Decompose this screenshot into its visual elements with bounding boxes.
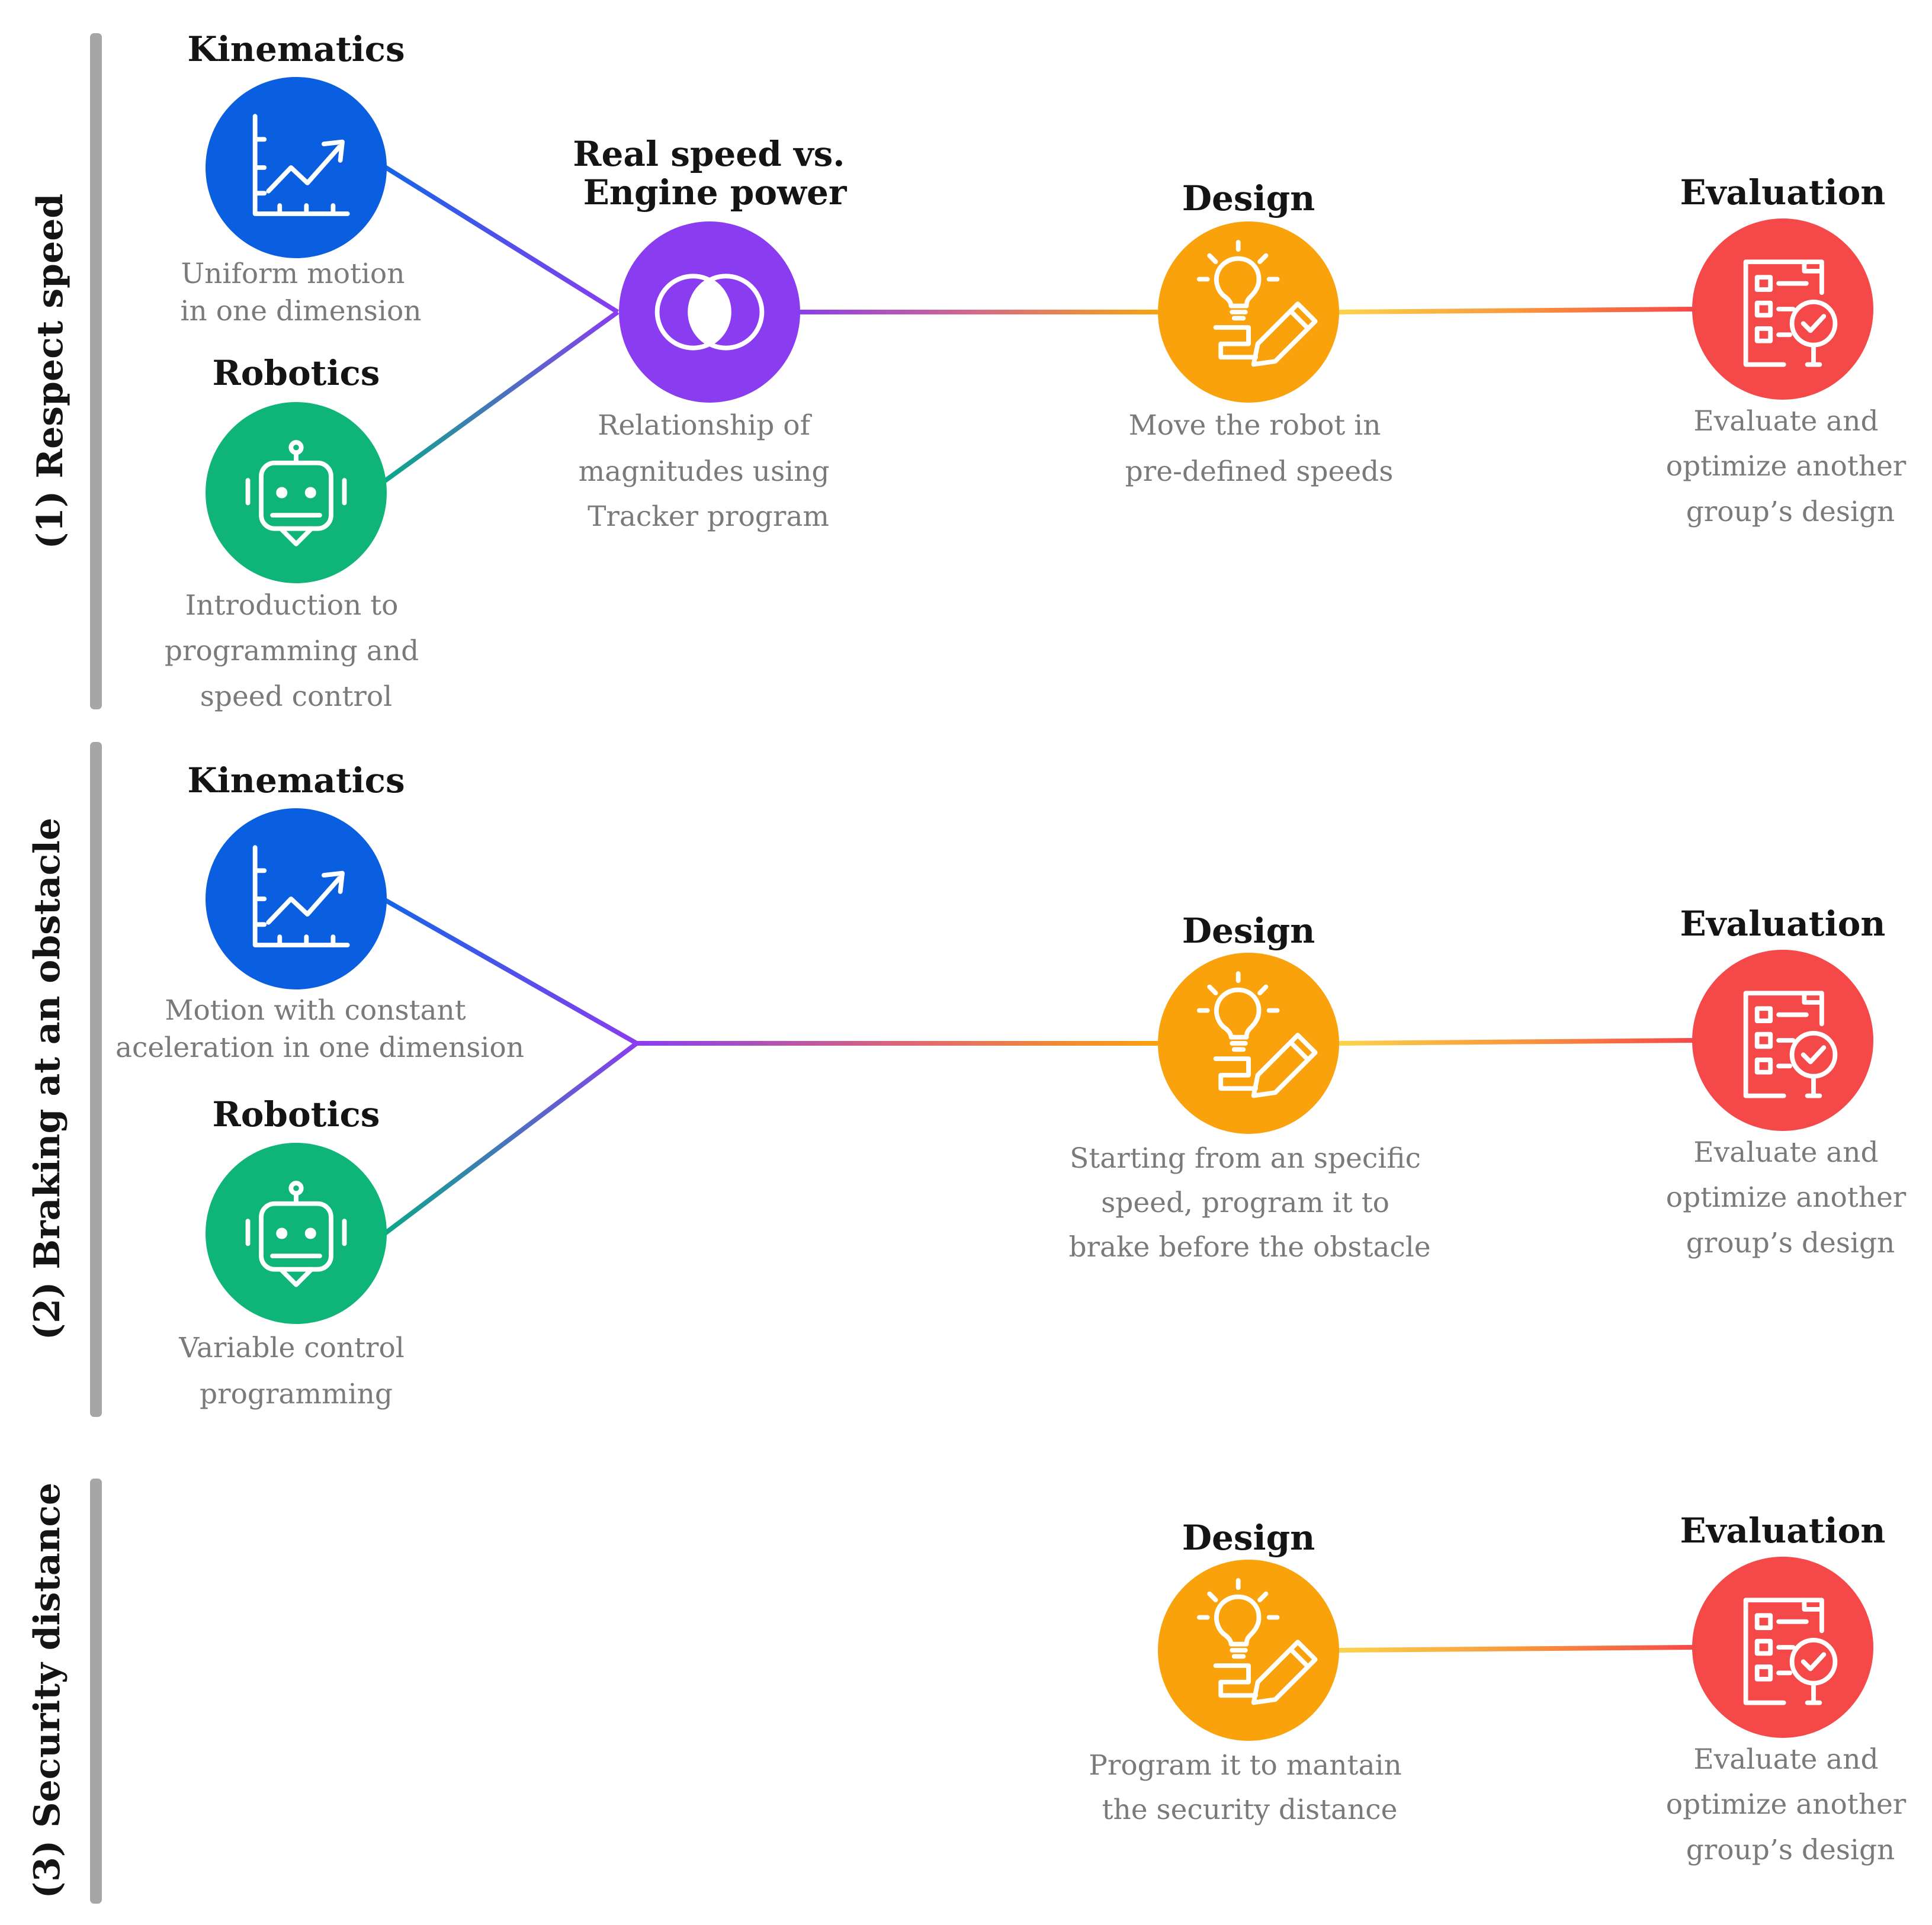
section-bar [90,33,102,709]
robotics-description: Variable control programming [178,1332,413,1410]
section-security-distance: (3) Security distance Design Program it … [27,1479,1915,1904]
design-node: Design Starting from an specific speed, … [1068,911,1430,1264]
design-node: Design Program it to mantain the securit… [1089,1518,1410,1826]
kinematics-description: Motion with constant aceleration in one … [115,994,524,1064]
design-title: Design [1182,911,1315,951]
design-node: Design Move the robot in pre-defined spe… [1125,178,1394,488]
evaluation-description: Evaluate and optimize another group’s de… [1666,405,1915,528]
design-circle [1158,221,1339,403]
kinematics-circle [206,808,387,989]
design-description: Program it to mantain the security dista… [1089,1749,1410,1826]
relation-title: Real speed vs. Engine power [573,134,856,213]
kinematics-node: Kinematics Uniform motion in one dimensi… [180,29,421,327]
robotics-title: Robotics [213,1094,380,1135]
evaluation-title: Evaluation [1680,172,1886,213]
design-circle [1158,1560,1339,1741]
kinematics-connector [384,898,638,1046]
design-description: Starting from an specific speed, program… [1068,1142,1430,1264]
relation-description: Relationship of magnitudes using Tracker… [579,409,839,533]
robotics-connector [383,1041,638,1236]
robotics-node: Robotics Introduction to programming and… [165,353,428,713]
evaluation-node: Evaluation Evaluate and optimize another… [1666,1511,1915,1866]
design-evaluation-connector [1338,1038,1694,1046]
evaluation-title: Evaluation [1680,904,1886,944]
evaluation-node: Evaluation Evaluate and optimize another… [1666,904,1915,1259]
design-title: Design [1182,178,1315,218]
design-description: Move the robot in pre-defined speeds [1125,409,1394,488]
section-label: (1) Respect speed [30,194,71,549]
design-evaluation-connector [1338,1645,1694,1653]
design-circle [1158,953,1339,1134]
section-label: (2) Braking at an obstacle [27,818,68,1340]
kinematics-circle [206,77,387,258]
kinematics-description: Uniform motion in one dimension [180,258,421,327]
section-bar [90,742,102,1417]
kinematics-title: Kinematics [187,760,405,801]
design-evaluation-connector [1338,307,1694,314]
relation-node: Real speed vs. Engine power Relationship… [573,134,856,533]
evaluation-description: Evaluate and optimize another group’s de… [1666,1743,1915,1866]
robotics-title: Robotics [213,353,380,393]
robotics-circle [206,402,387,583]
kinematics-connector [383,165,620,314]
kinematics-node: Kinematics Motion with constant acelerat… [115,760,524,1064]
section-bar [90,1479,102,1904]
section-braking-obstacle: (2) Braking at an obstacle Kinematics Mo… [27,742,1915,1417]
robotics-description: Introduction to programming and speed co… [165,589,428,713]
robotics-connector [383,310,620,483]
section-respect-speed: (1) Respect speed Kinematics Uniform mot… [30,29,1915,713]
evaluation-node: Evaluation Evaluate and optimize another… [1666,172,1915,528]
design-title: Design [1182,1518,1315,1558]
evaluation-title: Evaluation [1680,1511,1886,1551]
robotics-node: Robotics Variable control programming [178,1094,413,1410]
robotics-circle [206,1143,387,1324]
evaluation-description: Evaluate and optimize another group’s de… [1666,1136,1915,1259]
section-label: (3) Security distance [27,1483,68,1898]
kinematics-title: Kinematics [187,29,405,69]
